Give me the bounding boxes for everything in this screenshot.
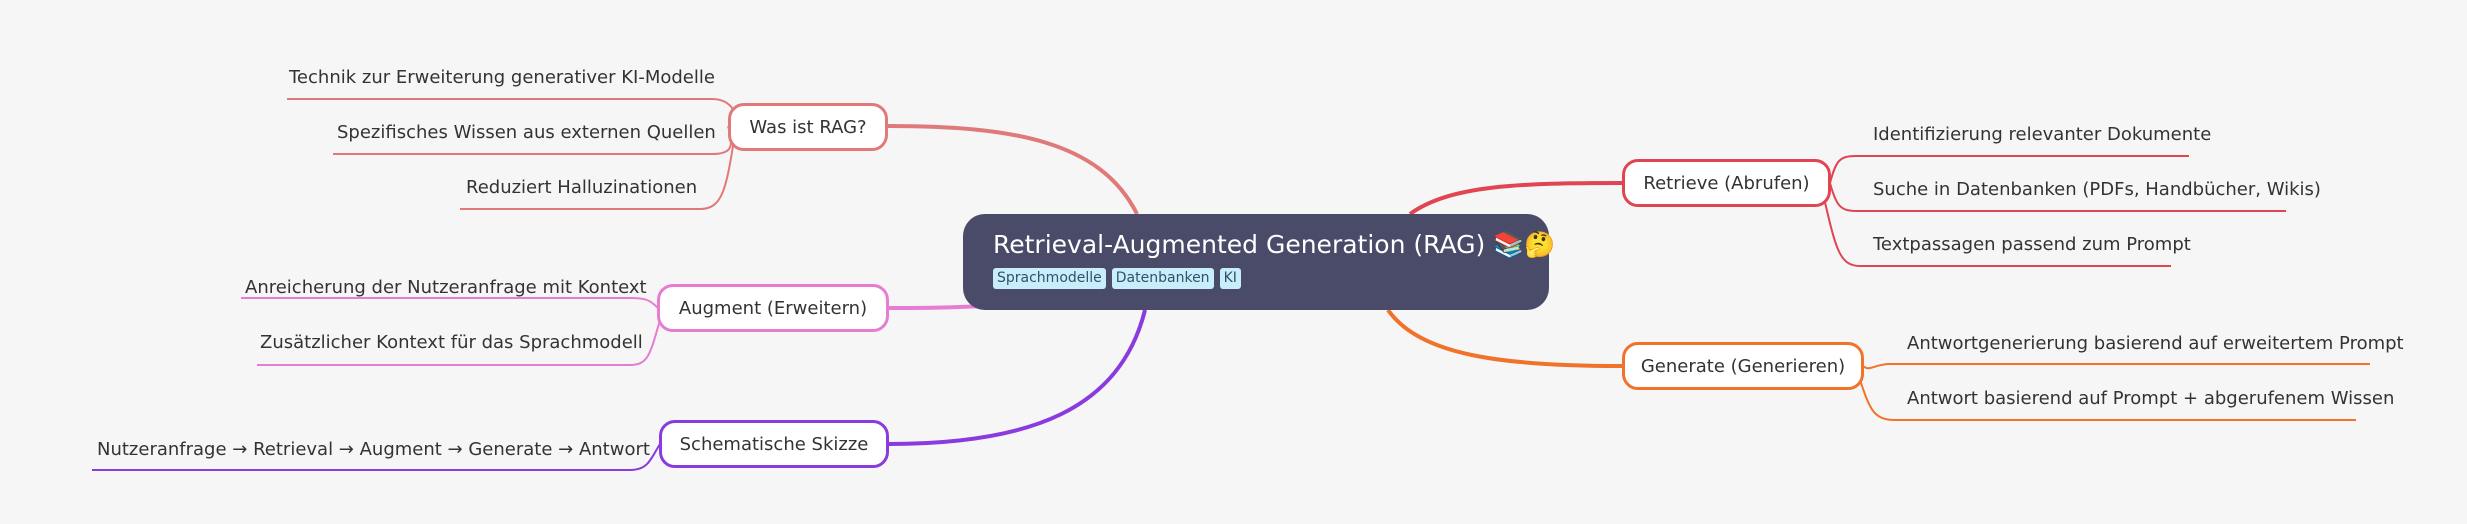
leaf-was-ist-rag-2[interactable]: Spezifisches Wissen aus externen Quellen — [337, 122, 716, 143]
leaf-generate-2[interactable]: Antwort basierend auf Prompt + abgerufen… — [1907, 388, 2395, 409]
leaf-retrieve-3[interactable]: Textpassagen passend zum Prompt — [1873, 234, 2191, 255]
tag-ki[interactable]: KI — [1219, 268, 1241, 289]
node-augment[interactable]: Augment (Erweitern) — [657, 284, 889, 332]
link-leaf-retrieve-2 — [1829, 182, 2286, 212]
link-augment — [887, 304, 985, 310]
link-was-ist-rag — [887, 124, 1139, 215]
link-leaf-augment-2 — [257, 319, 661, 366]
link-leaf-skizze-1 — [92, 443, 661, 471]
link-schematische-skizze — [887, 309, 1147, 446]
link-leaf-generate-2 — [1859, 379, 2356, 421]
leaf-was-ist-rag-1[interactable]: Technik zur Erweiterung generativer KI-M… — [289, 67, 715, 88]
tag-datenbanken[interactable]: Datenbanken — [1111, 268, 1214, 289]
link-generate — [1386, 308, 1623, 368]
link-leaf-retrieve-3 — [1823, 197, 2171, 267]
node-generate[interactable]: Generate (Generieren) — [1622, 342, 1864, 390]
leaf-skizze-1[interactable]: Nutzeranfrage → Retrieval → Augment → Ge… — [97, 439, 650, 460]
leaf-augment-1[interactable]: Anreicherung der Nutzeranfrage mit Konte… — [245, 277, 647, 298]
leaf-generate-1[interactable]: Antwortgenerierung basierend auf erweite… — [1907, 333, 2404, 354]
link-leaf-generate-1 — [1862, 363, 2370, 370]
leaf-was-ist-rag-3[interactable]: Reduziert Halluzinationen — [466, 177, 698, 198]
leaf-augment-2[interactable]: Zusätzlicher Kontext für das Sprachmodel… — [260, 332, 643, 353]
root-node[interactable]: Retrieval-Augmented Generation (RAG) 📚🤔 … — [963, 214, 1556, 310]
link-leaf-augment-1 — [241, 297, 659, 309]
tag-sprachmodelle[interactable]: Sprachmodelle — [993, 268, 1106, 289]
link-leaf-retrieve-1 — [1829, 155, 2189, 184]
leaf-retrieve-1[interactable]: Identifizierung relevanter Dokumente — [1873, 124, 2212, 145]
leaf-retrieve-2[interactable]: Suche in Datenbanken (PDFs, Handbücher, … — [1873, 179, 2321, 200]
link-retrieve — [1408, 181, 1623, 216]
root-tags: Sprachmodelle Datenbanken KI — [993, 268, 1519, 289]
link-leaf-was-ist-3 — [460, 139, 735, 210]
node-schematische-skizze[interactable]: Schematische Skizze — [659, 420, 889, 468]
node-retrieve[interactable]: Retrieve (Abrufen) — [1622, 159, 1831, 207]
root-title: Retrieval-Augmented Generation (RAG) 📚🤔 — [993, 230, 1556, 259]
node-was-ist-rag[interactable]: Was ist RAG? — [728, 103, 888, 151]
